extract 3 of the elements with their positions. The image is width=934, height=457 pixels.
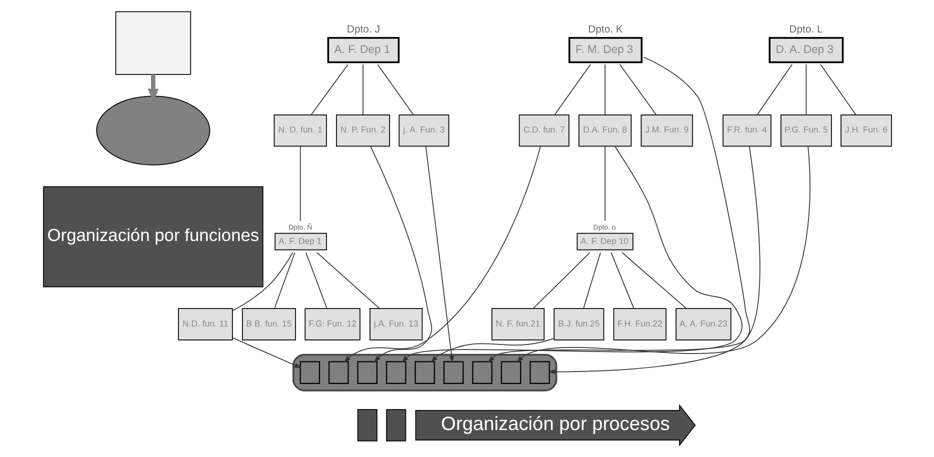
node-label: Dpto. L [788, 24, 822, 36]
node-label: Dpto. K [588, 24, 622, 36]
node-label: Dpto. J [346, 24, 380, 36]
